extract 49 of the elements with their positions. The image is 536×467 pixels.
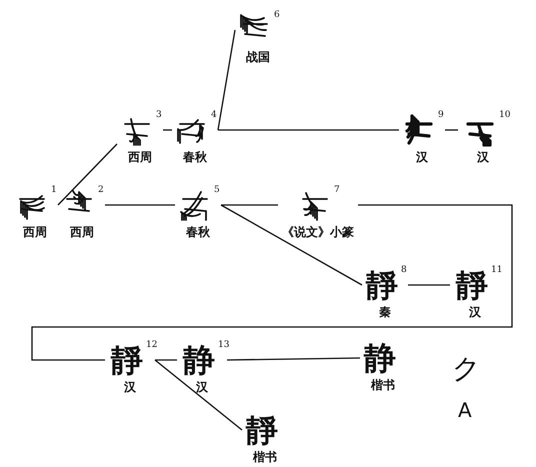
form-number: 6 [274,10,280,20]
form-number: 7 [334,185,340,195]
form-number: 2 [98,185,104,195]
period-label: 汉 [196,380,208,394]
connector-line [221,204,278,206]
character-glyph: 靜 [110,342,144,378]
connector-line [227,357,360,361]
connector-line [58,144,118,206]
connector-line [217,30,236,130]
period-label: 战国 [246,50,270,64]
connector-line [163,129,172,131]
period-label: 楷书 [253,450,277,464]
form-number: 8 [401,265,407,275]
period-label: 汉 [124,380,136,394]
period-label: 西周 [70,225,94,239]
form-number: 11 [491,265,502,275]
character-glyph: 靜 [454,267,489,303]
connector-line [220,204,362,286]
form-number: 12 [146,340,158,350]
form-number: 1 [51,185,57,195]
connector-line [218,129,399,131]
period-label: 西周 [128,150,152,164]
period-label: 《说文》小篆 [282,225,354,239]
letter-label: ク [452,355,481,383]
period-label: 汉 [416,150,428,164]
form-number: 13 [218,340,230,350]
connector-line [31,204,513,361]
form-number: 10 [499,110,510,120]
form-number: 4 [211,110,217,120]
period-label: 春秋 [183,150,207,164]
connector-line [155,359,177,361]
character-glyph: 静 [182,342,216,378]
form-number: 5 [214,185,220,195]
form-number: 3 [156,110,162,120]
connector-line [445,129,458,131]
connector-line [105,204,175,206]
letter-label: A [458,400,472,420]
period-label: 春秋 [186,225,210,239]
character-glyph: 靜 [364,267,399,303]
character-glyph: 静 [362,340,397,376]
connector-line [154,360,242,430]
form-number: 9 [438,110,444,120]
period-label: 西周 [23,225,47,239]
period-label: 楷书 [371,378,395,392]
period-label: 秦 [379,305,391,319]
connector-line [408,284,450,286]
period-label: 汉 [477,150,489,164]
character-glyph: 靜 [244,412,279,448]
period-label: 汉 [469,305,481,319]
